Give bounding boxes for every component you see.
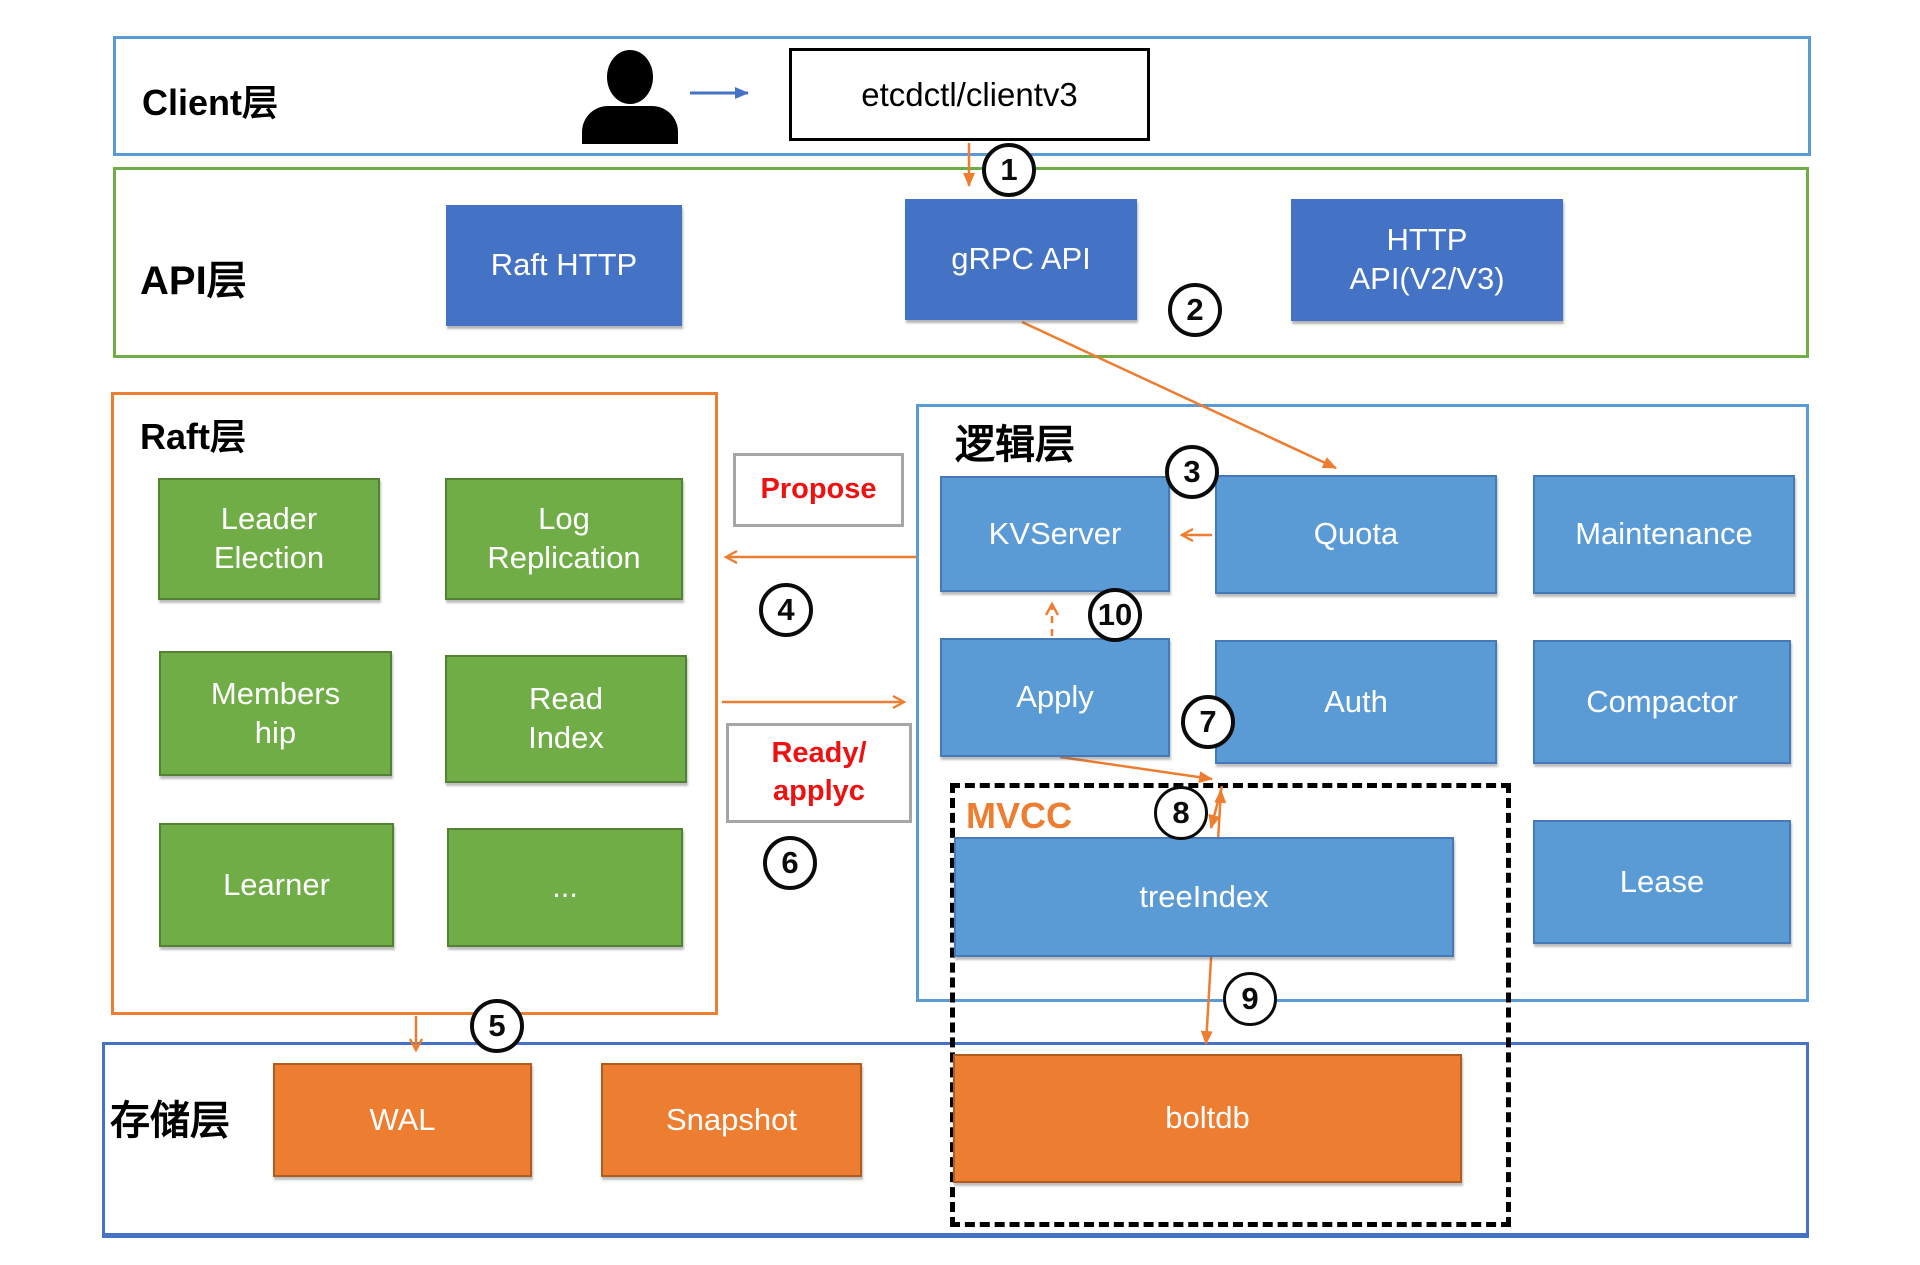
step-badge-6: 6 [763,836,817,890]
arrow-step7-apply-to-mvcc [1059,755,1213,784]
storage-layer-frame [102,1042,1809,1238]
maintenance-box: Maintenance [1533,475,1795,594]
step-badge-5: 5 [470,999,524,1053]
logic-layer-label: 逻辑层 [955,423,1075,467]
step-badge-10: 10 [1088,588,1142,642]
compactor-box: Compactor [1533,640,1791,764]
learner-box: Learner [159,823,394,947]
mvcc-label: MVCC [966,795,1072,836]
api-layer-label: API层 [140,259,247,303]
mvcc-dashed-frame [950,783,1511,1227]
grpc-api-box: gRPC API [905,199,1137,320]
treeindex-box: treeIndex [954,837,1454,957]
leader-election-box: Leader Election [158,478,380,600]
user-icon-body [582,106,678,144]
step-badge-4: 4 [759,583,813,637]
lease-box: Lease [1533,820,1791,944]
quota-box: Quota [1215,475,1497,594]
client-layer-frame [113,36,1811,156]
client-layer-label: Client层 [142,82,279,123]
etcdctl-clientv3-box: etcdctl/clientv3 [789,48,1150,141]
read-index-box: Read Index [445,655,687,783]
step-badge-8: 8 [1154,786,1208,840]
wal-box: WAL [273,1063,532,1177]
storage-layer-label: 存储层 [110,1099,230,1143]
api-layer-frame [113,167,1809,358]
auth-box: Auth [1215,640,1497,764]
raft-layer-frame [111,392,718,1015]
raft-http-box: Raft HTTP [446,205,682,326]
kvserver-box: KVServer [940,476,1170,592]
arrow-step2-grpc-to-quota [1021,320,1337,470]
propose-label: Propose [733,453,904,527]
step-badge-3: 3 [1165,445,1219,499]
raft-layer-label: Raft层 [140,416,246,457]
snapshot-box: Snapshot [601,1063,862,1177]
boltdb-box: boltdb [953,1054,1462,1183]
http-api-box: HTTP API(V2/V3) [1291,199,1563,321]
ready-applyc-label: Ready/ applyc [726,723,912,823]
raft-ellipsis-box: ... [447,828,683,947]
step-badge-1: 1 [982,143,1036,197]
membership-box: Members hip [159,651,392,776]
step-badge-2: 2 [1168,283,1222,337]
step-badge-7: 7 [1181,695,1235,749]
apply-box: Apply [940,638,1170,757]
log-replication-box: Log Replication [445,478,683,600]
logic-layer-frame [916,404,1809,1002]
user-icon [607,50,653,104]
step-badge-9: 9 [1223,972,1277,1026]
